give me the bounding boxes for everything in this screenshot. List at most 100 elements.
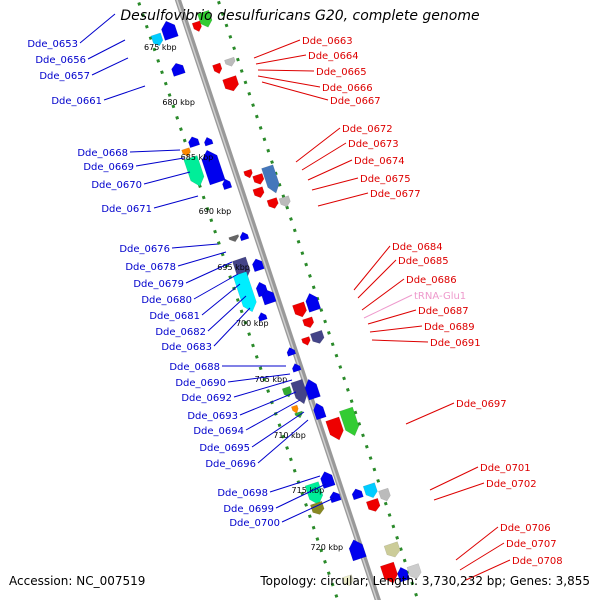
right-gene-label: Dde_0664 bbox=[308, 51, 359, 62]
gene-arrow bbox=[341, 574, 354, 587]
left-gene-label: Dde_0670 bbox=[91, 180, 142, 191]
kbp-scale-label: 700 kbp bbox=[236, 319, 269, 328]
kbp-scale-label: 675 kbp bbox=[144, 43, 177, 52]
gene-feature-10 bbox=[181, 147, 191, 157]
gene-feature-32 bbox=[301, 336, 311, 346]
left-leader-line bbox=[245, 399, 301, 431]
right-gene-label: Dde_0691 bbox=[430, 338, 481, 349]
gene-arrow bbox=[365, 497, 381, 512]
left-gene-label: Dde_0678 bbox=[125, 262, 176, 273]
left-leader-line bbox=[135, 157, 185, 167]
gene-feature-13 bbox=[222, 178, 233, 191]
right-leader-line bbox=[465, 559, 511, 581]
gene-arrow bbox=[222, 178, 233, 191]
left-leader-line bbox=[213, 307, 251, 347]
gene-arrow bbox=[243, 168, 253, 179]
right-leader-line bbox=[429, 466, 479, 491]
gene-feature-55 bbox=[406, 563, 422, 580]
gene-feature-50 bbox=[378, 487, 391, 502]
right-leader-line bbox=[295, 127, 341, 163]
left-leader-line bbox=[87, 39, 126, 60]
gene-feature-25 bbox=[232, 271, 257, 313]
gene-feature-53 bbox=[379, 561, 398, 584]
right-gene-label: Dde_0667 bbox=[330, 96, 381, 107]
right-leader-line bbox=[317, 192, 369, 207]
left-gene-label: Dde_0700 bbox=[229, 518, 280, 529]
left-leader-line bbox=[79, 13, 116, 44]
gene-feature-11 bbox=[183, 155, 205, 187]
gene-arrow bbox=[338, 406, 360, 437]
gene-arrow bbox=[291, 404, 299, 414]
left-leader-line bbox=[177, 251, 227, 267]
right-leader-line bbox=[253, 39, 301, 59]
gene-arrow bbox=[329, 491, 342, 504]
gene-feature-31 bbox=[309, 329, 325, 344]
left-leader-line bbox=[91, 57, 129, 76]
left-gene-label: Dde_0653 bbox=[27, 39, 78, 50]
left-gene-label: Dde_0683 bbox=[161, 342, 212, 353]
left-leader-line bbox=[143, 171, 191, 185]
gene-feature-35 bbox=[290, 378, 308, 405]
gene-feature-27 bbox=[258, 312, 268, 322]
gene-arrow bbox=[313, 402, 327, 421]
right-leader-line bbox=[255, 54, 307, 65]
right-leader-line bbox=[257, 69, 315, 72]
gene-arrow bbox=[302, 316, 315, 329]
right-gene-label: Dde_0697 bbox=[456, 399, 507, 410]
right-leader-line bbox=[369, 325, 423, 333]
gene-arrow bbox=[183, 155, 205, 187]
left-leader-line bbox=[233, 379, 293, 398]
right-leader-line bbox=[353, 245, 391, 291]
gene-arrow bbox=[305, 293, 322, 313]
right-gene-label: Dde_0687 bbox=[418, 306, 469, 317]
right-tick-track bbox=[216, 0, 420, 600]
right-leader-line bbox=[455, 526, 499, 561]
kbp-scale-label: 695 kbp bbox=[217, 263, 250, 272]
gene-arrow bbox=[362, 482, 378, 499]
right-gene-label: Dde_0706 bbox=[500, 523, 551, 534]
gene-feature-1 bbox=[150, 32, 164, 47]
gene-arrow bbox=[252, 173, 265, 185]
gene-arrow bbox=[379, 561, 398, 584]
gene-feature-29 bbox=[305, 293, 322, 313]
gene-arrow bbox=[383, 541, 401, 558]
left-gene-label: Dde_0681 bbox=[149, 311, 200, 322]
gene-arrow bbox=[278, 195, 291, 208]
gene-arrow bbox=[301, 336, 311, 346]
gene-feature-23 bbox=[252, 258, 265, 273]
left-gene-label: Dde_0698 bbox=[217, 488, 268, 499]
right-leader-line bbox=[367, 309, 417, 325]
right-leader-line bbox=[433, 482, 485, 501]
gene-arrow bbox=[150, 32, 164, 47]
left-leader-line bbox=[103, 85, 146, 101]
left-leader-line bbox=[129, 149, 181, 153]
right-gene-label: Dde_0672 bbox=[342, 124, 393, 135]
map-title: Desulfovibrio desulfuricans G20, complet… bbox=[120, 8, 480, 24]
gene-feature-49 bbox=[365, 497, 381, 512]
right-gene-label: Dde_0673 bbox=[348, 139, 399, 150]
gene-arrow bbox=[204, 136, 214, 147]
right-gene-label: Dde_0701 bbox=[480, 463, 531, 474]
kbp-scale-label: 685 kbp bbox=[181, 153, 214, 162]
right-gene-label: Dde_0686 bbox=[406, 275, 457, 286]
right-gene-label: Dde_0674 bbox=[354, 156, 405, 167]
gene-feature-48 bbox=[362, 482, 378, 499]
gene-feature-47 bbox=[351, 488, 364, 501]
gene-feature-4 bbox=[171, 62, 186, 77]
gene-feature-0 bbox=[161, 20, 179, 41]
kbp-scale-label: 680 kbp bbox=[162, 98, 195, 107]
gene-arrow bbox=[181, 147, 191, 157]
gene-arrow bbox=[325, 416, 344, 441]
left-gene-label: Dde_0679 bbox=[133, 279, 184, 290]
gene-feature-46 bbox=[329, 491, 342, 504]
gene-feature-8 bbox=[188, 136, 201, 149]
left-gene-label: Dde_0693 bbox=[187, 411, 238, 422]
topology-text: Topology: circular; Length: 3,730,232 bp… bbox=[260, 574, 590, 588]
gene-feature-33 bbox=[286, 347, 297, 357]
gene-arrow bbox=[266, 197, 279, 209]
gene-arrow bbox=[252, 258, 265, 273]
right-gene-label: Dde_0666 bbox=[322, 83, 373, 94]
right-gene-label: Dde_0702 bbox=[486, 479, 537, 490]
